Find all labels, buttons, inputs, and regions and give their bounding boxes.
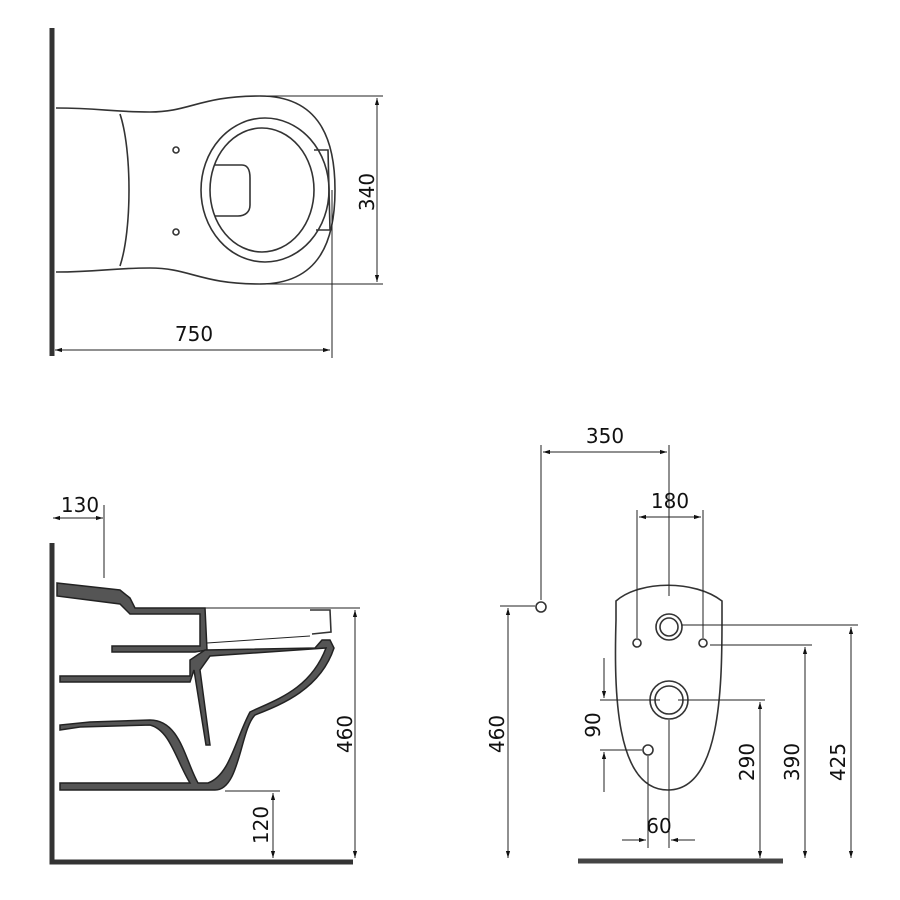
hinge-hole [172, 146, 180, 154]
inlet-outer [655, 613, 683, 641]
seat-hinge-area [119, 113, 130, 267]
front-view: 350 180 460 90 290 390 425 60 [485, 424, 858, 864]
dimension-label-length: 750 [175, 322, 213, 346]
dimension-label-clearance: 120 [249, 806, 273, 844]
dimension-label-bolt-height: 390 [780, 743, 804, 781]
seat-ring-outer [200, 117, 330, 263]
dimension-label-side-height: 460 [333, 715, 357, 753]
wall-and-floor [49, 543, 353, 865]
seat-front [314, 149, 331, 231]
dimension-label-bolt-spacing: 180 [651, 489, 689, 513]
seat-ring-inner [209, 127, 315, 253]
dimension-label-outlet-height: 290 [735, 743, 759, 781]
side-view: 130 460 120 [49, 493, 360, 865]
dimension-label-inlet-offset: 90 [581, 712, 605, 737]
bolt-hole [632, 638, 642, 648]
dimension-label-wall-offset: 130 [61, 493, 99, 517]
top-view: 340 750 [49, 28, 383, 358]
dimension-label-width: 340 [355, 173, 379, 211]
hinge-hole [172, 228, 180, 236]
bowl-section-body [59, 639, 335, 791]
bolt-hole [698, 638, 708, 648]
bolt-hole [642, 744, 654, 756]
dimension-label-inlet-height: 425 [826, 743, 850, 781]
rim-front [310, 609, 332, 635]
bowl-top-outline [55, 95, 336, 285]
mounting-plate [614, 584, 723, 791]
dimension-label-lower-offset: 60 [646, 814, 671, 838]
reference-hole [535, 601, 547, 613]
inlet-inner [659, 617, 679, 637]
bowl-opening [215, 164, 251, 217]
dimension-label-front-height: 460 [485, 715, 509, 753]
dimension-label-spacing: 350 [586, 424, 624, 448]
bowl-section-upper [56, 582, 208, 653]
